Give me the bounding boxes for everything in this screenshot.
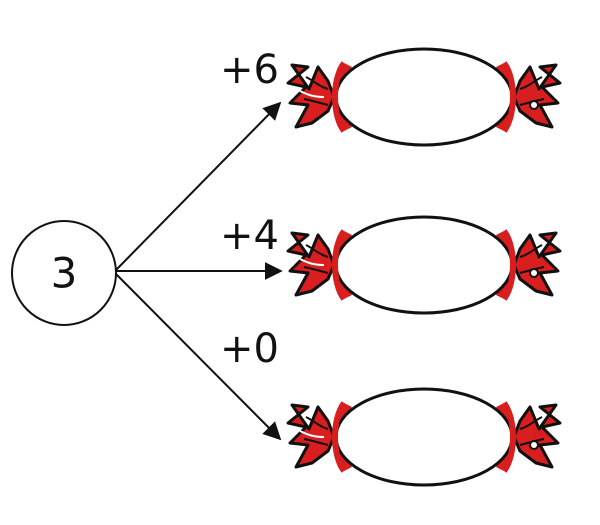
arrow-upper — [115, 101, 282, 271]
branch-label-lower: +0 — [220, 326, 279, 372]
start-node: 3 — [11, 220, 117, 326]
arrow-lower — [115, 273, 282, 441]
branch-label-middle: +4 — [220, 213, 279, 259]
candy-icon — [288, 49, 560, 145]
start-node-circle — [11, 220, 117, 326]
start-value: 3 — [51, 249, 78, 298]
candy-icon — [288, 217, 560, 313]
branch-label-upper: +6 — [220, 47, 279, 93]
candy-icon — [288, 389, 560, 485]
